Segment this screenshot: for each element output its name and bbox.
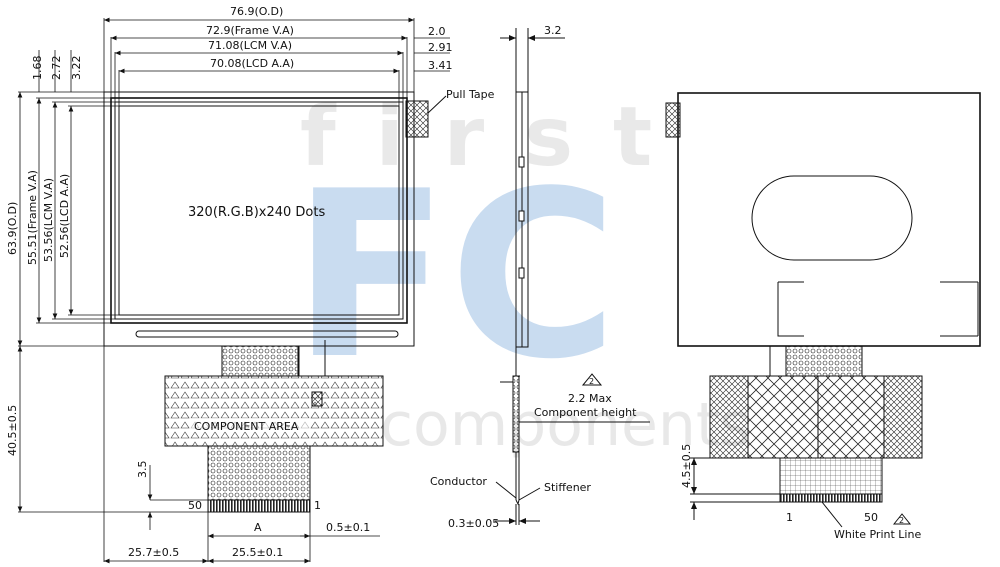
back-outline xyxy=(677,92,981,347)
frame-va xyxy=(110,97,408,324)
pin-left-label: 50 xyxy=(188,499,202,512)
side-note-line1: 2.2 Max xyxy=(568,392,612,405)
dim-v1: 1.68 xyxy=(31,56,44,81)
dim-frame-width: 72.9(Frame V.A) xyxy=(206,24,294,37)
dim-lcm-width: 71.08(LCM V.A) xyxy=(208,39,292,52)
bottom-slot xyxy=(135,330,399,338)
dim-r2: 2.91 xyxy=(428,41,453,54)
dim-v3: 3.22 xyxy=(70,56,83,81)
dots-label: 320(R.G.B)x240 Dots xyxy=(188,205,325,220)
lcm-va xyxy=(114,101,404,320)
back-view xyxy=(665,92,981,528)
stiffener-label: Stiffener xyxy=(544,481,591,494)
dim-fpc-length: 40.5±0.5 xyxy=(6,405,19,456)
side-component-strip xyxy=(512,375,520,453)
dim-r3: 3.41 xyxy=(428,59,453,72)
dim-tail: 3.5 xyxy=(136,461,149,479)
fpc-neck xyxy=(221,345,299,377)
back-note-triangle-icon xyxy=(892,513,912,525)
component-area-label: COMPONENT AREA xyxy=(194,420,299,433)
dim-r1: 2.0 xyxy=(428,25,446,38)
front-dimensions xyxy=(17,17,450,564)
component-area xyxy=(164,375,384,447)
watermark: first FC components xyxy=(292,90,751,460)
side-tail-dim: 0.3±0.05 xyxy=(448,517,499,530)
dim-lcd-width: 70.08(LCD A.A) xyxy=(210,57,294,70)
pin-right-label: 1 xyxy=(314,499,321,512)
white-print-line-label: White Print Line xyxy=(834,528,921,541)
front-view xyxy=(103,91,447,513)
back-dim: 4.5±0.5 xyxy=(680,444,693,488)
back-fpc-tail xyxy=(779,457,883,495)
dim-fpc-width: 25.5±0.1 xyxy=(232,546,283,559)
side-thickness: 3.2 xyxy=(544,24,562,37)
back-fpc-contacts xyxy=(779,493,883,503)
pull-tape xyxy=(405,100,429,138)
back-pin-right: 50 xyxy=(864,511,878,524)
fpc-contacts xyxy=(207,499,311,513)
dim-a-label: A xyxy=(254,521,262,534)
side-view xyxy=(495,28,650,525)
back-pull-tape xyxy=(665,102,681,138)
watermark-bottom: components xyxy=(380,390,751,460)
back-component-right xyxy=(883,375,923,459)
dim-od-width: 76.9(O.D) xyxy=(230,5,283,18)
back-oval xyxy=(751,175,913,261)
conductor-label: Conductor xyxy=(430,475,487,488)
note-triangle-icon xyxy=(581,373,603,386)
lcd-aa xyxy=(118,105,400,316)
dim-pitch: 0.5±0.1 xyxy=(326,521,370,534)
dim-offset: 25.7±0.5 xyxy=(128,546,179,559)
side-note-line2: Component height xyxy=(534,406,637,419)
dim-od-height: 63.9(O.D) xyxy=(6,202,19,255)
back-pin-left: 1 xyxy=(786,511,793,524)
dim-lcd-height: 52.56(LCD A.A) xyxy=(58,174,71,258)
dim-v2: 2.72 xyxy=(50,56,63,81)
dim-lcm-height: 53.56(LCM V.A) xyxy=(42,178,55,262)
watermark-letters: FC xyxy=(292,143,618,410)
back-component-center xyxy=(747,375,885,459)
back-note-number: 2 xyxy=(899,516,904,525)
back-fpc-neck xyxy=(785,345,863,377)
dim-frame-height: 55.51(Frame V.A) xyxy=(26,170,39,265)
fpc-tail xyxy=(207,445,311,501)
back-component-left xyxy=(709,375,749,459)
side-note-number: 2 xyxy=(589,377,594,386)
pull-tape-label: Pull Tape xyxy=(446,88,495,101)
